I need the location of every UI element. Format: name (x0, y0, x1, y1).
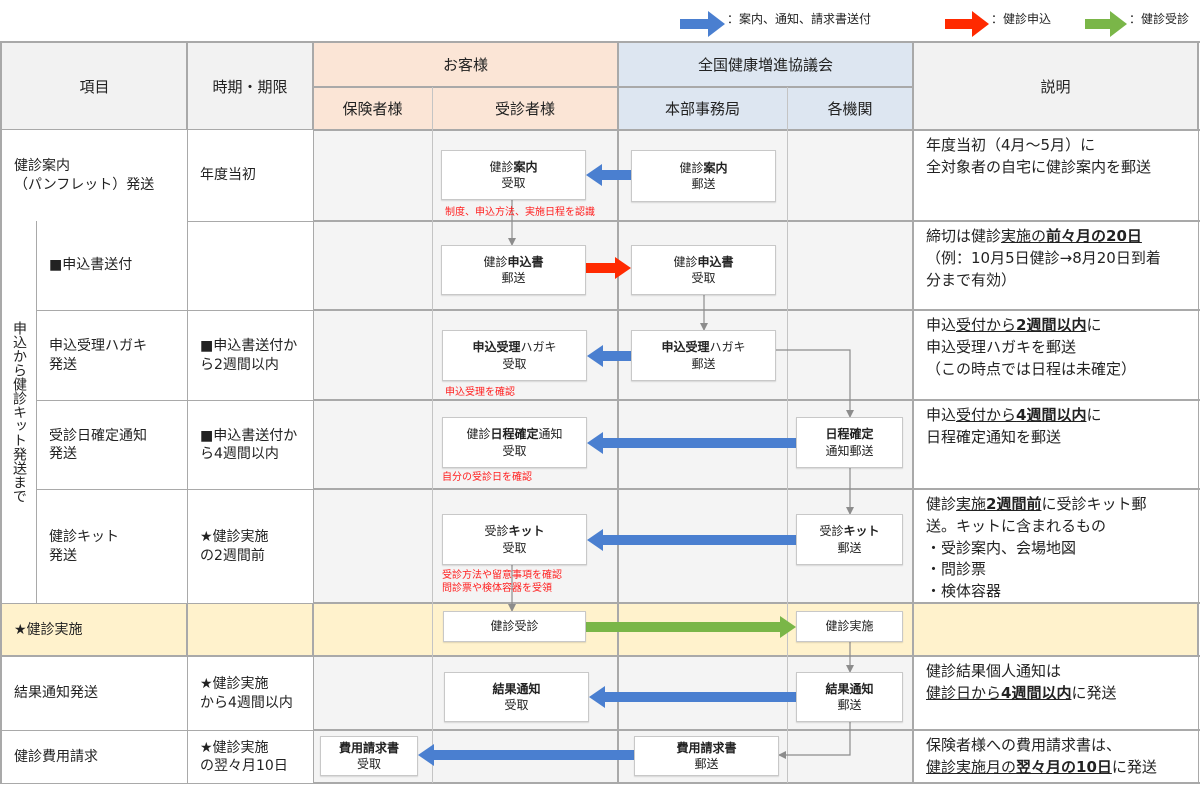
note-text: 問診票や検体容器を受領 (442, 583, 552, 594)
header-kyokai: 全国健康増進協議会 (697, 56, 833, 74)
desc-segment: 年度当初（4月～5月）に 全対象者の自宅に健診案内を郵送 (926, 136, 1152, 176)
desc-segment: 実施 (956, 495, 987, 513)
desc-segment: 申込 (926, 316, 957, 334)
row-desc: 申込受付から4週間以内に 日程確定通知を郵送 (914, 401, 1198, 488)
box-kit-receive: 受診キット受取 (442, 514, 587, 565)
desc-segment: 保険者様への費用請求書は、 (926, 736, 1122, 754)
legend-label-apply: ：健診申込 (991, 12, 1052, 26)
row-desc: 健診実施2週間前に受診キット郵 送。キットに含まれるもの ・受診案内、会場地図 … (914, 490, 1198, 602)
header-period: 時期・期限 (212, 77, 288, 96)
row-label: 結果通知発送 (2, 657, 187, 730)
blue-arrow (587, 529, 796, 551)
desc-segment: （例：10月5日健診→8月20日到着 分まで有効） (926, 248, 1161, 289)
desc-segment: に発送 (1071, 683, 1117, 702)
note-text: 制度、申込方法、実施日程を認識 (445, 207, 595, 218)
row-label: 申込受理ハガキ 発送 (37, 311, 187, 400)
box-kit-send: 受診キット郵送 (796, 514, 903, 565)
desc-segment: 受付から (956, 406, 1017, 424)
desc-segment: 締切は健診 (926, 227, 1002, 245)
header-bg-left (2, 42, 313, 130)
row-desc: 申込受付から2週間以内に 申込受理ハガキを郵送 （この時点では日程は未確定） (914, 311, 1198, 399)
legend-label-notice: ：案内、通知、請求書送付 (727, 12, 872, 26)
box-exam-conduct: 健診実施 (796, 611, 903, 642)
row-desc: 締切は健診実施の前々月の20日 （例：10月5日健診→8月20日到着 分まで有効… (914, 222, 1198, 309)
desc-segment: に 申込受理ハガキを郵送 （この時点では日程は未確定） (926, 316, 1137, 378)
flow-connector (776, 349, 854, 418)
desc-segment: 健診結果個人通知は (926, 662, 1062, 680)
desc-segment: 4週間以内 (1001, 683, 1072, 702)
row-period: ★健診実施 の2週間前 (188, 490, 313, 603)
header-insurer: 保険者様 (342, 100, 403, 118)
box-postcard-receive: 申込受理ハガキ受取 (442, 330, 587, 381)
legend-blue-arrow-icon (680, 11, 725, 37)
row-label: ■申込書送付 (37, 221, 187, 310)
legend-red-arrow-icon (945, 11, 989, 37)
row-label: ★健診実施 (14, 621, 83, 638)
row-period: ■申込書送付か ら4週間以内 (188, 401, 313, 489)
row-label: 受診日確定通知 発送 (37, 401, 187, 489)
desc-segment: 前々月の20日 (1046, 227, 1142, 245)
box-guide-send: 健診案内郵送 (631, 150, 776, 202)
note-text: 自分の受診日を確認 (442, 472, 532, 483)
desc-segment: に受診キット郵 送。キットに含まれるもの ・受診案内、会場地図 ・問診票 ・検体… (926, 495, 1147, 600)
row-period: ★健診実施 から4週間以内 (188, 657, 313, 730)
blue-arrow (418, 744, 634, 766)
box-application-send: 健診申込書郵送 (441, 245, 586, 295)
box-invoice-send: 費用請求書郵送 (634, 736, 779, 776)
group-label: 申込から健診キット発送まで (11, 321, 27, 503)
row-desc: 保険者様への費用請求書は、 健診実施月の翌々月の10日に発送 (914, 731, 1198, 782)
row-period (188, 222, 313, 310)
red-arrow (586, 257, 631, 279)
row-period: 年度当初 (188, 130, 313, 221)
legend-green-arrow-icon (1085, 11, 1127, 37)
desc-segment: 健診実施月の (926, 757, 1017, 776)
header-desc: 説明 (1040, 77, 1071, 96)
legend-icons (680, 11, 1127, 37)
box-schedule-receive: 健診日程確定通知受取 (442, 417, 587, 468)
row-label: 健診費用請求 (2, 731, 187, 783)
box-exam-take: 健診受診 (443, 611, 586, 642)
blue-arrow (587, 345, 631, 367)
note-text: 申込受理を確認 (445, 387, 515, 398)
desc-segment: 受付から (956, 316, 1017, 334)
note-text: 受診方法や留意事項を確認 (442, 570, 562, 581)
header-institutions: 各機関 (827, 100, 873, 118)
header-hq: 本部事務局 (664, 100, 740, 118)
header-item: 項目 (79, 77, 110, 96)
box-result-receive: 結果通知受取 (444, 672, 589, 722)
header-examinee: 受診者様 (494, 100, 555, 118)
blue-arrow (587, 432, 796, 454)
row-period: ■申込書送付か ら2週間以内 (188, 311, 313, 400)
blue-arrow (589, 686, 796, 708)
box-result-send: 結果通知郵送 (796, 672, 903, 722)
green-arrow (586, 616, 796, 638)
header-customer: お客様 (442, 56, 488, 74)
desc-segment: 4週間以内 (1016, 406, 1087, 424)
row-label: 健診キット 発送 (37, 490, 187, 603)
legend-label-exam: ：健診受診 (1129, 12, 1190, 26)
box-application-receive: 健診申込書受取 (631, 245, 776, 295)
row-desc: 年度当初（4月～5月）に 全対象者の自宅に健診案内を郵送 (914, 131, 1198, 220)
row-label: 健診案内 （パンフレット）発送 (2, 130, 187, 221)
header-bg-desc (913, 42, 1198, 130)
desc-segment: 健診日から (926, 683, 1002, 702)
desc-segment: 申込 (926, 406, 957, 424)
box-guide-receive: 健診案内受取 (441, 150, 586, 200)
row-desc: 健診結果個人通知は 健診日から4週間以内に発送 (914, 657, 1198, 729)
flow-connector (778, 722, 851, 759)
desc-segment: 実施の (1001, 227, 1047, 245)
box-schedule-send: 日程確定通知郵送 (796, 417, 903, 468)
desc-segment: に 日程確定通知を郵送 (926, 406, 1102, 446)
box-postcard-send: 申込受理ハガキ郵送 (631, 330, 776, 381)
desc-segment: 2週間以内 (1016, 316, 1087, 334)
blue-arrow (586, 164, 631, 186)
desc-segment: 翌々月の10日 (1016, 757, 1112, 776)
row-period: ★健診実施 の翌々月10日 (188, 731, 313, 783)
box-invoice-receive: 費用請求書受取 (320, 736, 418, 776)
desc-segment: に発送 (1111, 757, 1157, 776)
desc-segment: 健診 (926, 495, 957, 513)
desc-segment: 2週間前 (986, 495, 1042, 513)
